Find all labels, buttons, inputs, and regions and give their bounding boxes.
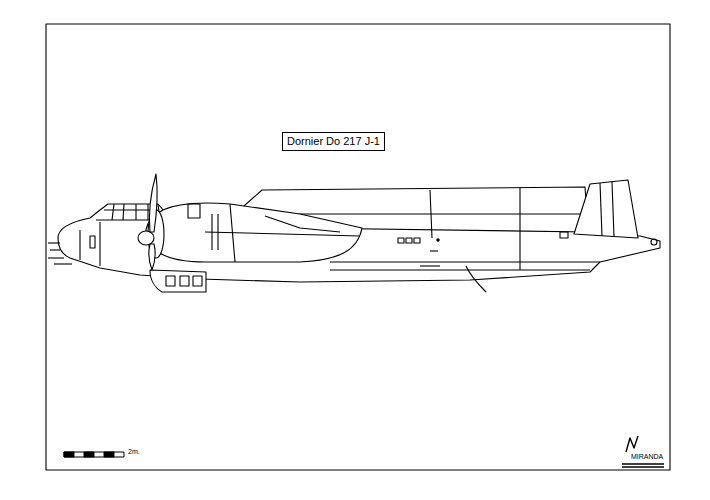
panel-lines [80, 188, 600, 270]
propeller [149, 174, 157, 270]
signature-text: MIRANDA [631, 453, 663, 461]
title-box: Dornier Do 217 J-1 [282, 132, 385, 151]
fuselage [58, 187, 660, 282]
tail-fin [574, 180, 657, 245]
scale-bar [64, 452, 124, 457]
ventral-gondola [150, 270, 206, 292]
tail-wheel [466, 266, 486, 292]
signature-mark [622, 436, 664, 467]
engine-nacelle [138, 203, 362, 262]
frame [46, 24, 670, 470]
nose-guns [48, 243, 72, 264]
scale-label: 2m. [128, 448, 140, 456]
